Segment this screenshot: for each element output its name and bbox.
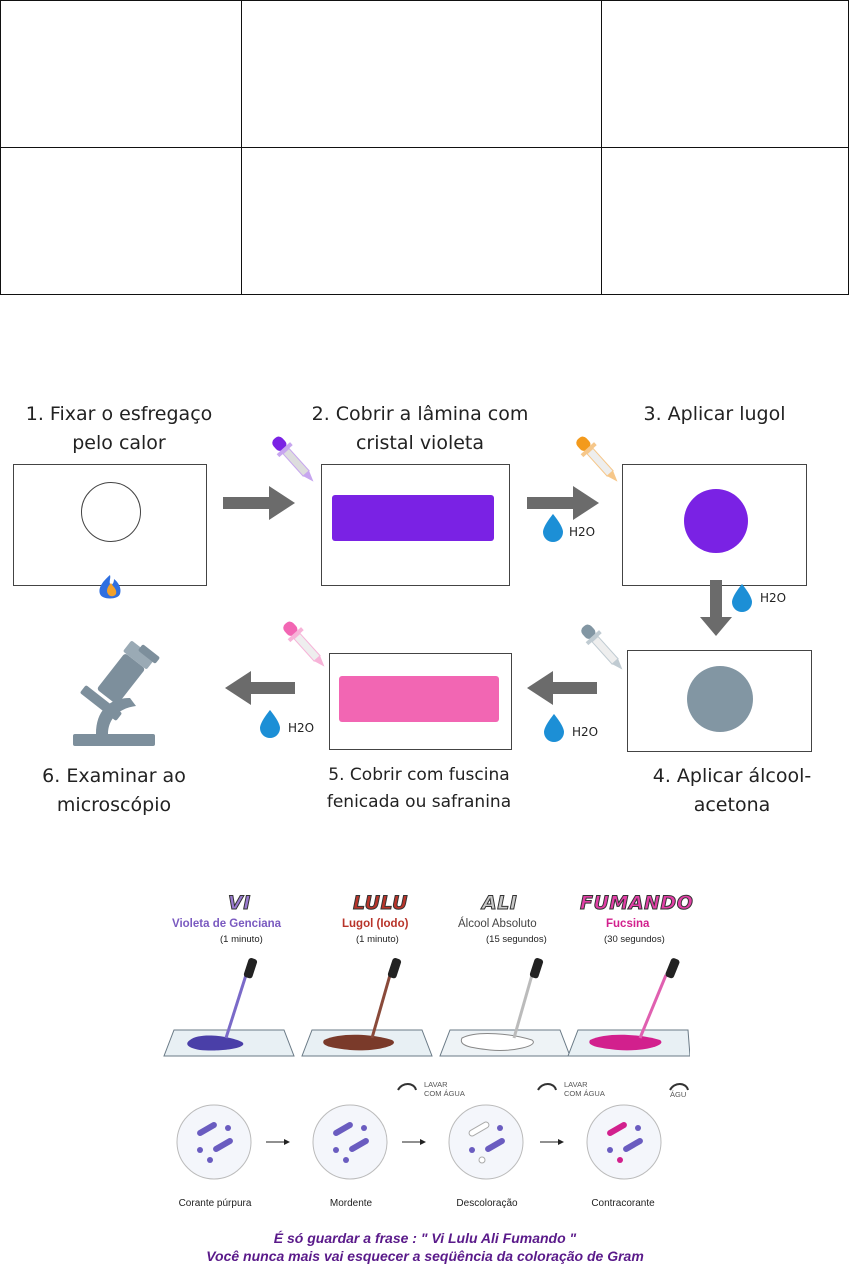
gram-panels [163,958,690,1180]
empty-table [0,0,849,295]
h2o-label: H2O [572,725,599,739]
table-row [0,0,849,148]
smear-circle [81,482,141,542]
step-3-label: 3. Aplicar lugol [643,403,786,425]
h2o-label: H2O [569,525,596,539]
slide-box-2 [321,464,510,586]
slide-panel [567,958,690,1057]
dropper-icon [283,621,325,667]
reagent-time: (30 segundos) [604,934,665,945]
reagent-time: (15 segundos) [486,934,547,945]
table-cell [241,147,602,295]
wash-label: LAVAR COM ÁGUA [424,1080,465,1098]
arrow-right-icon [540,1139,564,1145]
arrow-right-icon [223,486,295,520]
gram-mnemonic-illustration: VI LULU ALI FUMANDO Violeta de Genciana … [160,880,694,1274]
slide-box-3 [622,464,807,586]
arrow-right-icon [402,1139,426,1145]
bacteria-circle [448,1104,524,1180]
diagram-arrows [73,436,752,746]
bacteria-circle [312,1104,388,1180]
wash-icon [537,1083,557,1091]
step-4-label: 4. Aplicar álcool- acetona [652,765,812,816]
arrow-left-icon [527,671,597,705]
mnemonic-word-ali: ALI [481,892,518,915]
table-cell [0,0,242,148]
reagent-name: Lugol (Iodo) [342,918,409,930]
arrow-right-icon [266,1139,290,1145]
h2o-label: H2O [760,591,787,605]
mnemonic-phrase: É só guardar a frase : " Vi Lulu Ali Fum… [273,1230,577,1246]
wash-label: ÁGU [670,1090,687,1099]
microscope-icon [73,641,160,746]
mnemonic-subphrase: Você nunca mais vai esquecer a seqüência… [206,1248,644,1264]
arrow-left-icon [225,671,295,705]
step-caption: Corante púrpura [178,1198,252,1209]
dropper-icon [581,624,623,670]
table-cell [241,0,602,148]
wash-label: LAVAR COM ÁGUA [564,1080,605,1098]
wash-icon [669,1083,689,1091]
slide-box-1 [13,464,207,586]
step-5-label: 5. Cobrir com fuscina fenicada ou safran… [326,765,512,812]
arrow-down-icon [700,580,732,636]
h2o-label: H2O [288,721,315,735]
violet-stain [332,495,494,541]
step-caption: Descoloração [456,1198,518,1209]
reagent-name: Fucsina [606,918,650,930]
step-caption: Contracorante [591,1198,655,1209]
reagent-name: Violeta de Genciana [172,918,282,930]
mnemonic-word-lulu: LULU [353,892,409,915]
step-1-label: 1. Fixar o esfregaço pelo calor [25,403,213,454]
step-caption: Mordente [329,1198,373,1209]
gray-circle [687,666,753,732]
reagent-time: (1 minuto) [220,934,263,945]
flame-icon [99,575,121,599]
slide-box-4 [627,650,812,752]
bacteria-circle [586,1104,662,1180]
table-cell [601,0,849,148]
water-drop-icon [543,514,563,542]
pink-stain [339,676,499,722]
dropper-icon [272,436,314,482]
water-drop-icon [544,714,564,742]
reagent-name: Álcool Absoluto [458,918,537,930]
water-drop-icon [732,584,752,612]
bacteria-circle [176,1104,252,1180]
water-drop-icon [260,710,280,738]
step-2-label: 2. Cobrir a lâmina com cristal violeta [311,403,529,454]
dropper-icon [576,436,618,482]
slide-panel [439,958,571,1057]
step-6-label: 6. Examinar ao microscópio [42,765,186,816]
slide-panel [301,958,433,1057]
slide-box-5 [329,653,512,750]
table-cell [0,147,242,295]
arrow-right-icon [527,486,599,520]
reagent-time: (1 minuto) [356,934,399,945]
gram-steps-diagram: 1. Fixar o esfregaço pelo calor 2. Cobri… [0,380,851,830]
mnemonic-word-vi: VI [228,892,251,915]
violet-circle [684,489,748,553]
slide-panel [163,958,295,1057]
wash-icon [397,1083,417,1091]
table-cell [601,147,849,295]
table-row [0,147,849,295]
mnemonic-word-fumando: FUMANDO [579,892,694,915]
